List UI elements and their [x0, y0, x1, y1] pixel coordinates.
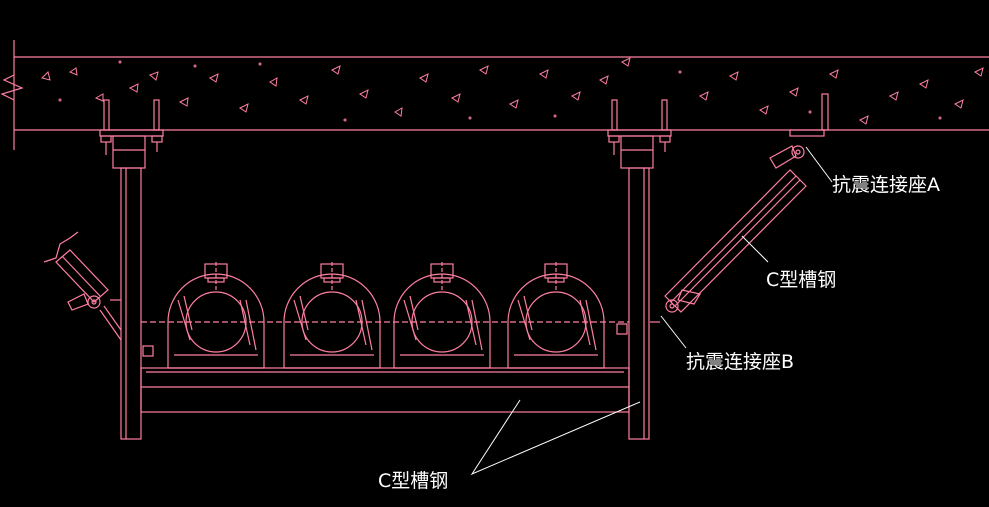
- anchor-brace-top: [789, 93, 829, 137]
- diagonal-brace-left: [43, 231, 122, 341]
- leader-anchor-a: [805, 146, 833, 183]
- vertical-channel-right: [628, 167, 650, 440]
- vertical-channel-left: [120, 167, 142, 440]
- anchor-right: [607, 99, 672, 169]
- pipe-clamp-4: [507, 262, 605, 369]
- pipe-clamp-1: [167, 262, 265, 369]
- break-zigzag: [0, 74, 24, 101]
- leader-anchor-b: [660, 315, 687, 349]
- pipe-clamp-3: [393, 262, 491, 369]
- anchor-left: [99, 99, 164, 169]
- clamp-bracket-right: [616, 323, 628, 335]
- clamp-bracket-left: [142, 345, 154, 357]
- label-anchor-a: 抗震连接座A: [832, 174, 940, 196]
- aggregate-hatch: [41, 57, 984, 125]
- label-anchor-b: 抗震连接座B: [686, 351, 794, 373]
- diagonal-brace-right: [664, 145, 807, 313]
- leader-channel-diag: [741, 235, 769, 263]
- pipe-clamp-2: [283, 262, 381, 369]
- horizontal-channel: [140, 367, 630, 413]
- concrete-slab: [0, 40, 989, 150]
- label-channel-diag: C型槽钢: [766, 269, 836, 291]
- leader-lines: [470, 146, 833, 476]
- label-channel-bottom: C型槽钢: [378, 470, 448, 492]
- leader-channel-bottom: [470, 399, 641, 476]
